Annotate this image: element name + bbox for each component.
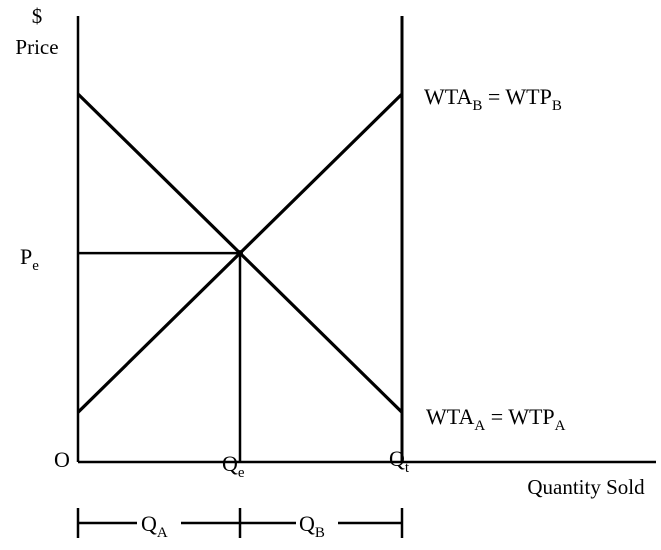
x-axis-title: Quantity Sold (527, 475, 645, 499)
quantity-equilibrium-label: Qe (222, 451, 245, 481)
price-equilibrium-label: Pe (20, 244, 39, 274)
origin-label: O (54, 447, 70, 472)
y-axis-title: Price (15, 35, 58, 59)
y-axis-symbol: $ (32, 4, 43, 28)
series-label-wta-a: WTAA = WTPA (426, 404, 566, 434)
bracket-b-label: QB (299, 511, 325, 541)
equilibrium-point (237, 250, 243, 257)
quantity-total-label: Qt (389, 446, 410, 476)
bracket-a-label: QA (141, 511, 168, 541)
series-label-wta-b: WTAB = WTPB (424, 84, 562, 114)
